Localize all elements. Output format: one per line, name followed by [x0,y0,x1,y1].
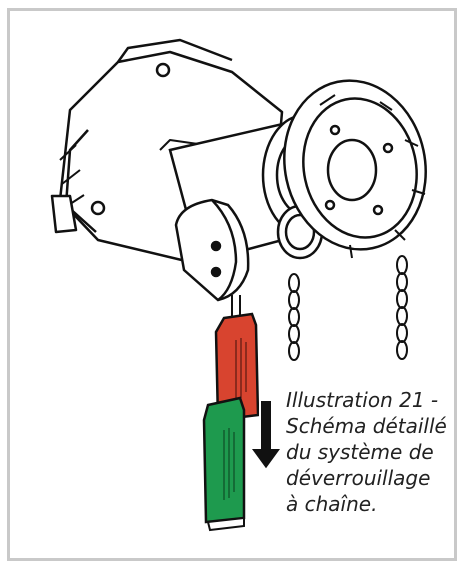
caption-line: du système de [286,440,434,464]
caption-line: Illustration 21 - [286,388,439,412]
chain [288,255,408,361]
down-arrow-icon [248,399,284,472]
caption-line: Schéma détaillé [286,414,447,438]
figure-caption: Illustration 21 - Schéma détaillé du sys… [286,387,456,517]
sprocket-wheel [283,79,427,259]
release-cords [231,295,241,318]
caption-line: déverrouillage [286,466,431,490]
release-cover [174,198,250,302]
green-release-handle [202,396,246,532]
caption-line: à chaîne. [286,492,378,516]
figure-frame [7,8,457,561]
red-release-handle [214,312,260,422]
